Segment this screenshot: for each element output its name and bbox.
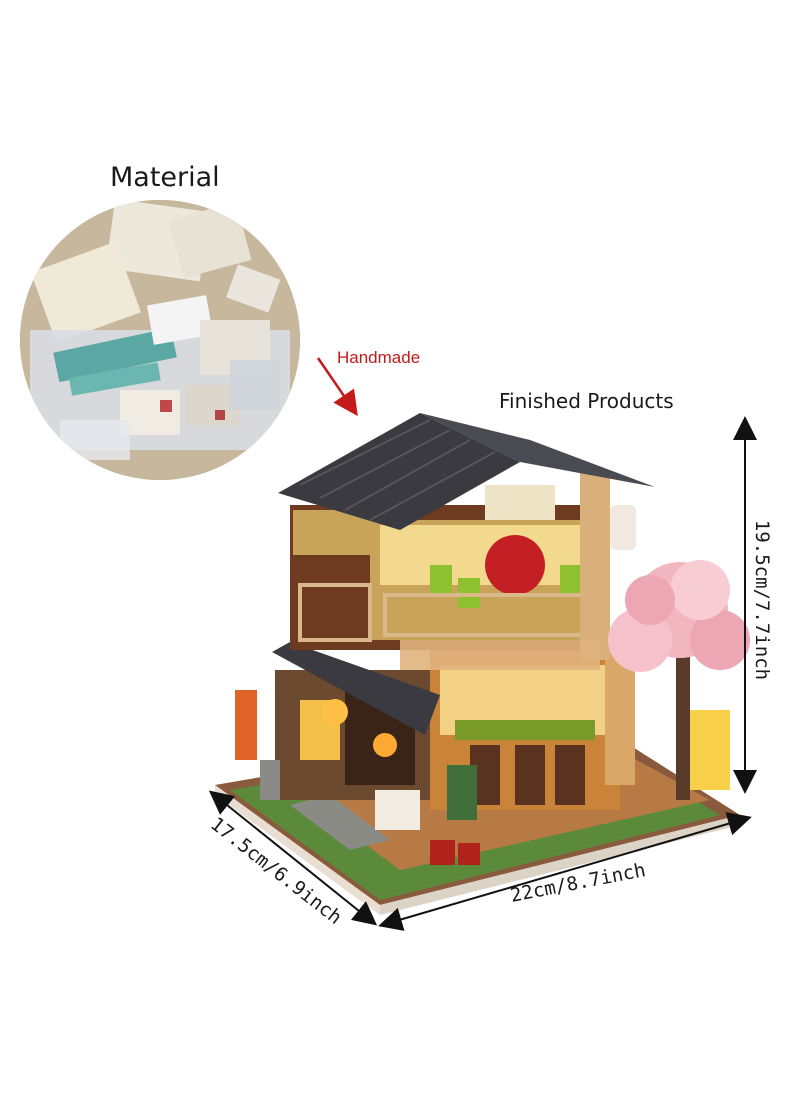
handmade-label: Handmade (337, 348, 421, 367)
depth-arrow (208, 790, 378, 926)
banner-left (235, 690, 257, 760)
width-arrow (378, 812, 752, 931)
lower-roof (272, 642, 440, 735)
main-roof (278, 413, 655, 530)
handmade-arrow (316, 357, 358, 417)
stone-lantern (260, 760, 280, 800)
height-dimension-label: 19.5cm/7.7inch (751, 519, 773, 681)
cherry-tree (608, 560, 750, 800)
house-upper-floor (290, 470, 636, 670)
material-photo (20, 200, 300, 480)
material-label: Material (110, 162, 220, 193)
finished-products-label: Finished Products (499, 389, 674, 413)
